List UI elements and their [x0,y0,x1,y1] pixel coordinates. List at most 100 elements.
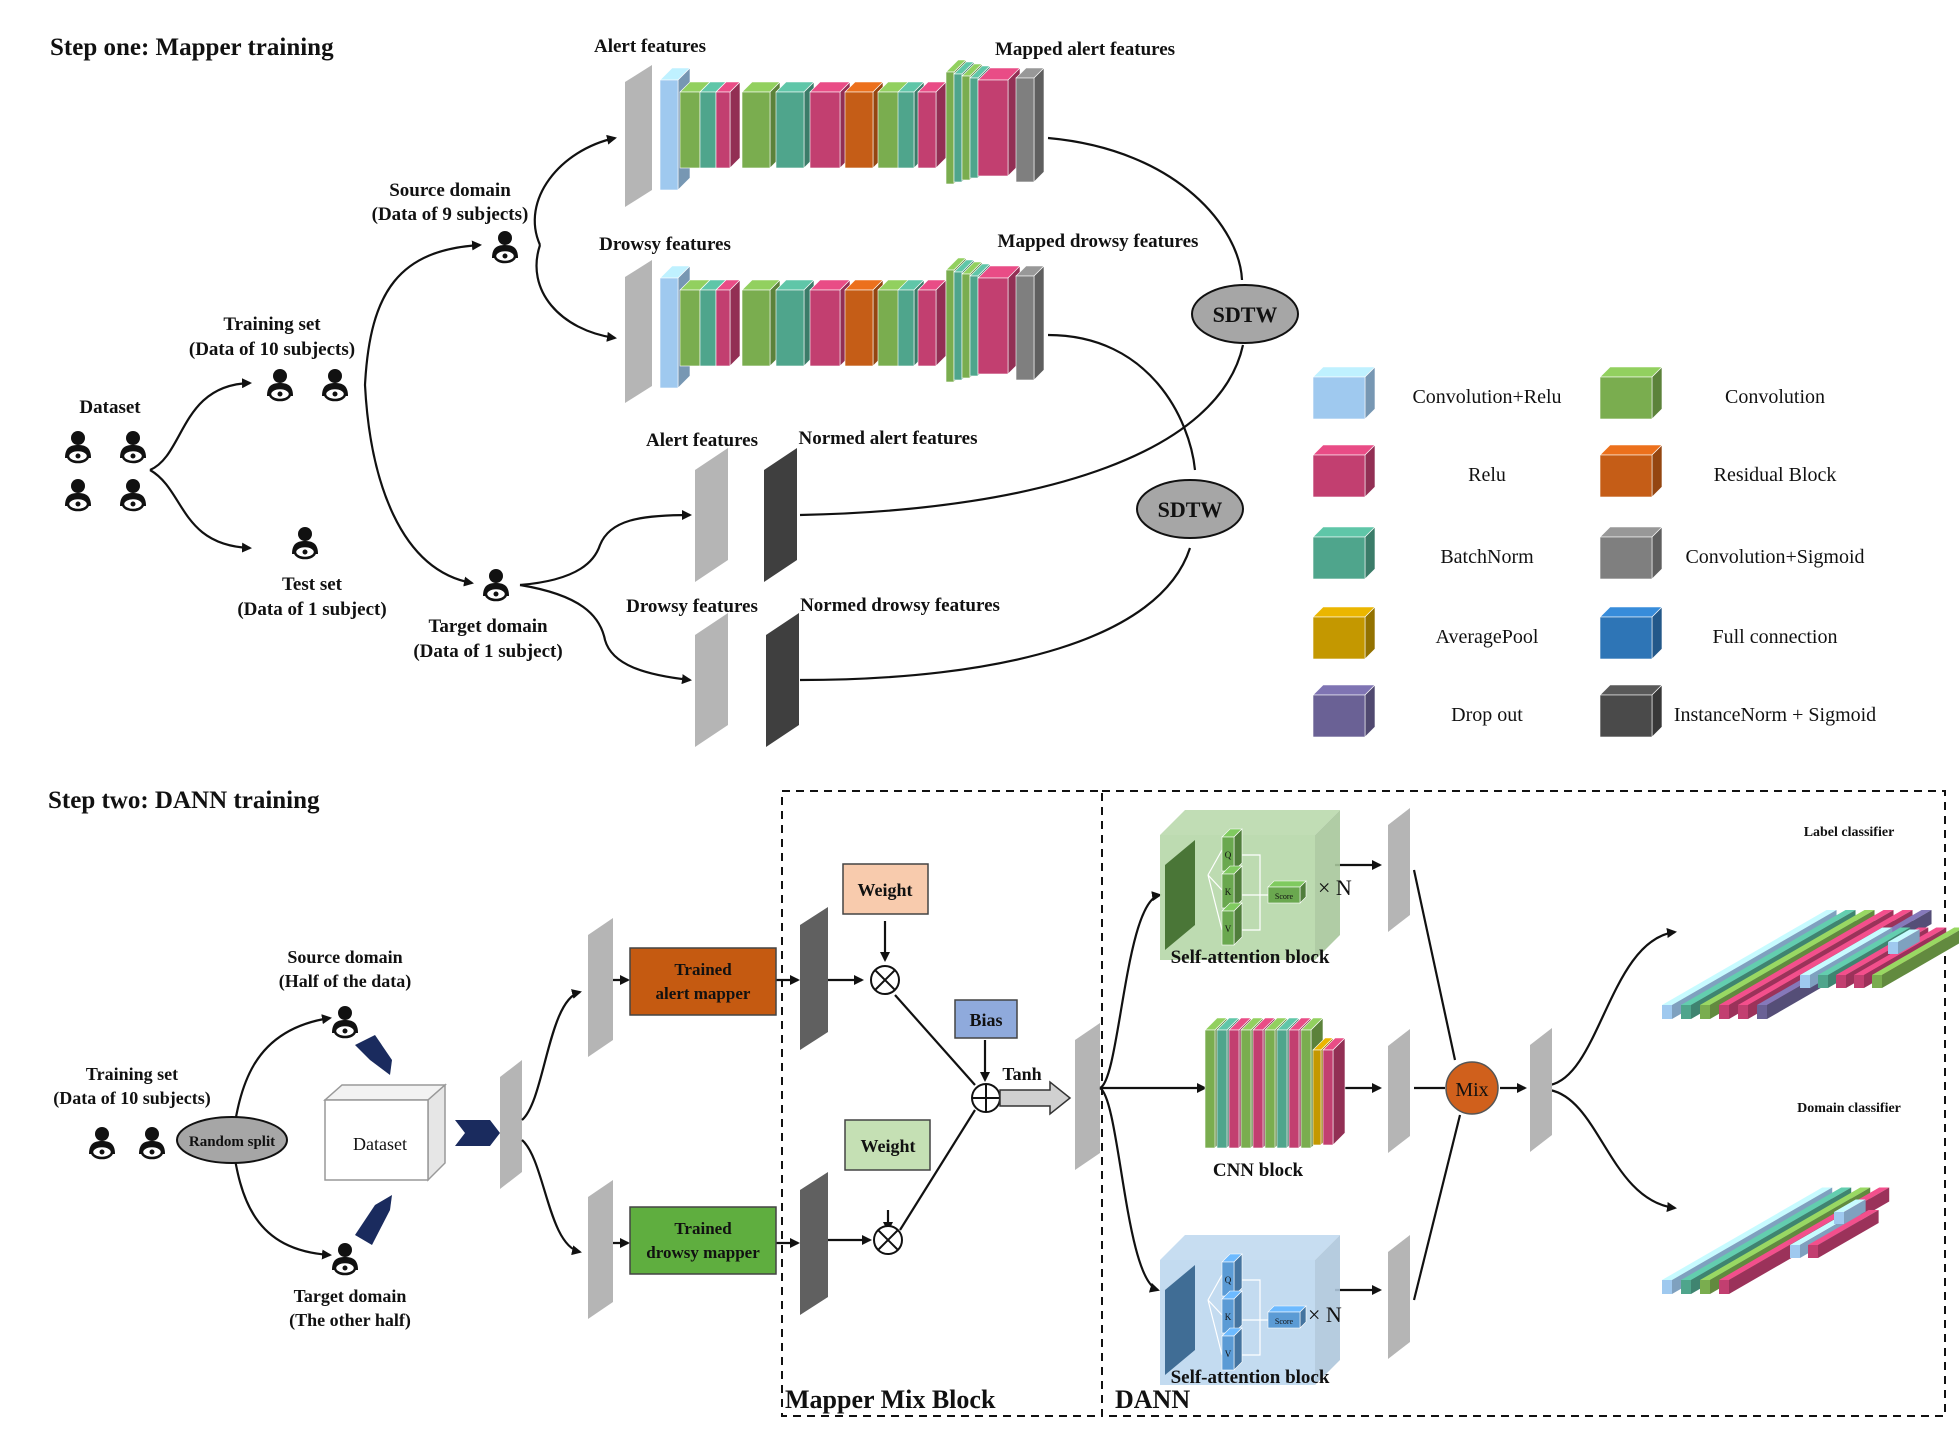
dann-label: DANN [1115,1385,1190,1414]
s2-target-domain-sublabel: (The other half) [289,1310,411,1331]
dataset-people-icon [63,429,148,512]
legend-label: InstanceNorm + Sigmoid [1674,704,1876,726]
s2-training-set-people-icon [87,1125,167,1160]
legend-label: Convolution [1725,386,1825,408]
source-domain-label: Source domain [389,180,511,201]
legend-label: AveragePool [1436,626,1539,648]
mapper-layer [809,279,851,367]
test-set-sublabel: (Data of 1 subject) [237,599,386,620]
tanh-label: Tanh [1002,1064,1041,1084]
target-domain-label: Target domain [428,616,548,637]
trained-alert-mapper-box: Trained alert mapper [629,947,777,1016]
sa-q-layer [1221,1253,1243,1297]
s2-alert-input-plane [588,918,613,1057]
drowsy-features-label-2: Drowsy features [626,596,758,617]
mapper-layer [741,279,781,367]
sa-q-label: Q [1225,1275,1232,1285]
mapper-layer [715,81,741,169]
sa-v-layer [1221,902,1243,946]
source-domain-person-icon [490,229,520,264]
mapper-layer [844,279,884,367]
legend-swatch [1312,684,1376,738]
conv-sigmoid-layer [1015,265,1045,381]
weight-top-box: Weight [842,863,929,915]
mapper-layer [775,81,815,169]
dataset-label: Dataset [79,397,141,418]
legend-label: Full connection [1713,626,1838,648]
sa-k-label: K [1225,887,1232,897]
times-n-top: × N [1318,875,1352,900]
sdtw-node-1: SDTW [1191,284,1299,344]
sa-input-plane [1165,1265,1195,1375]
legend-label: Convolution+Sigmoid [1685,546,1864,568]
s2-source-person-icon [330,1004,360,1039]
sa-k-layer [1221,1290,1243,1334]
sa-k-label: K [1225,1312,1232,1322]
dataset-cube: Dataset [323,1083,447,1182]
mapped-alert-label: Mapped alert features [995,39,1175,60]
normed-alert-plane [764,448,797,582]
svg-text:Mix: Mix [1455,1079,1488,1101]
legend-label: BatchNorm [1440,546,1534,568]
svg-text:Dataset: Dataset [353,1134,407,1154]
dataset-output-plane [500,1060,522,1189]
domain-classifier-head-layer [1808,1210,1879,1258]
multiply-top-icon [870,965,900,995]
s2-target-person-icon [330,1241,360,1276]
dann-connectors [1099,860,1677,1301]
mapper-layer [917,279,947,367]
legend-swatch [1599,444,1663,498]
target-domain-person-icon [481,567,511,602]
sa-cube-top [1160,810,1340,835]
alert-mapper-network [659,59,1045,191]
s2-training-set-sublabel: (Data of 10 subjects) [53,1088,210,1109]
alert-feature-plane [625,65,652,207]
label-classifier-output [1888,929,1920,954]
svg-text:Random split: Random split [189,1134,275,1150]
mapper-layer [741,81,781,169]
sa-v-label: V [1225,924,1232,934]
domain-classifier-network [1662,1187,1890,1294]
target-domain-sublabel: (Data of 1 subject) [413,641,562,662]
mix-node: Mix [1445,1061,1499,1115]
svg-text:SDTW: SDTW [1158,497,1223,522]
sa-cube-side [1315,810,1340,960]
sa-cube-top [1160,1235,1340,1260]
svg-text:drowsy mapper: drowsy mapper [646,1243,760,1262]
random-split-node: Random split [176,1116,288,1164]
s2-source-domain-label: Source domain [287,947,402,967]
legend-swatch [1312,444,1376,498]
chevron-icon [355,1035,500,1245]
sa-v-layer [1221,1327,1243,1371]
cnn-block-label: CNN block [1213,1160,1304,1181]
training-set-sublabel: (Data of 10 subjects) [189,339,355,360]
normed-drowsy-label: Normed drowsy features [800,595,1000,616]
alert-features-label-2: Alert features [646,430,758,451]
legend-swatch [1599,684,1663,738]
drowsy-mapper-output-plane [800,1172,828,1315]
mapper-layer [775,279,815,367]
sa-q-layer [1221,828,1243,872]
normed-alert-label: Normed alert features [798,428,977,449]
sa-score-layer [1267,880,1307,904]
sa-score-label: Score [1275,892,1294,901]
legend-swatch [1312,526,1376,580]
step-one-title: Step one: Mapper training [50,34,334,61]
domain-classifier-label: Domain classifier [1797,1101,1901,1116]
multiply-bottom-icon [873,1225,903,1255]
mapped-drowsy-label: Mapped drowsy features [998,231,1199,252]
tanh-arrow [999,1080,1072,1116]
s2-drowsy-input-plane [588,1180,613,1319]
self-attention-bottom-label: Self-attention block [1171,1367,1330,1388]
mix-output-plane [1530,1028,1552,1152]
svg-text:Bias: Bias [969,1010,1002,1030]
normed-drowsy-plane [766,613,799,747]
sa-qkv-connector [1207,849,1223,931]
sa-top-output-plane [1388,808,1410,932]
trained-drowsy-mapper-box: Trained drowsy mapper [629,1206,777,1275]
mapper-upsample-layer [977,67,1021,177]
s2-training-set-label: Training set [86,1064,178,1084]
